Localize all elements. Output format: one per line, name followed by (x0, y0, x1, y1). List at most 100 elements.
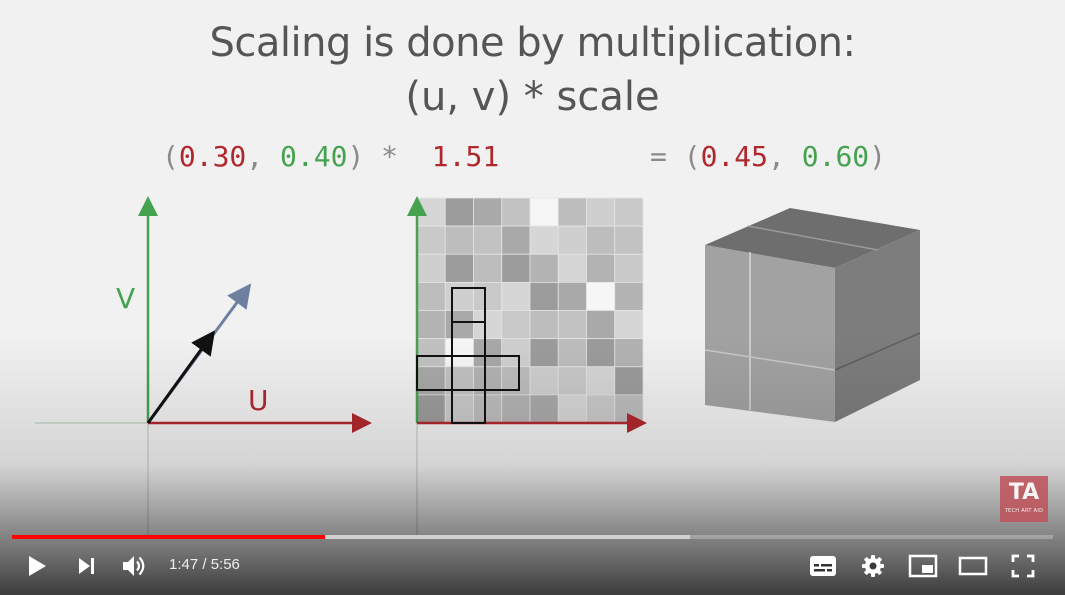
texture-tile (444, 310, 474, 340)
formula-comma-2: , (768, 140, 785, 173)
texture-tile (501, 338, 531, 368)
subtitles-icon (809, 555, 837, 577)
formula-result: = (0.45, 0.60) (650, 140, 886, 173)
formula-close-paren: ) (347, 140, 365, 173)
texture-tile (614, 225, 644, 255)
texture-tile (416, 281, 446, 311)
texture-tile (614, 310, 644, 340)
texture-tile (557, 197, 587, 227)
texture-tile (501, 281, 531, 311)
formula-scale: 1.51 (431, 140, 500, 173)
settings-button[interactable] (856, 548, 890, 584)
next-button[interactable] (70, 548, 104, 584)
cube-seam (747, 225, 879, 251)
texture-tile (557, 310, 587, 340)
texture-tile (416, 310, 446, 340)
texture-tile (614, 394, 644, 424)
texture-tile (529, 338, 559, 368)
texture-tile (529, 366, 559, 396)
texture-tile (586, 366, 616, 396)
formula-v-input: 0.40 (280, 140, 348, 173)
texture-tile (614, 366, 644, 396)
texture-tile (416, 394, 446, 424)
texture-tile (614, 253, 644, 283)
formula-comma: , (246, 140, 264, 173)
logo-mark: TA (1008, 480, 1040, 505)
texture-tile (557, 253, 587, 283)
texture-tile (557, 394, 587, 424)
texture-tile (473, 253, 503, 283)
texture-tile (586, 197, 616, 227)
formula-v-output: 0.60 (801, 140, 870, 173)
texture-tile (586, 253, 616, 283)
texture-tile (444, 225, 474, 255)
texture-tile (586, 225, 616, 255)
texture-tile (501, 253, 531, 283)
formula-u-output: 0.45 (700, 140, 769, 173)
time-display: 1:47 / 5:56 (169, 556, 240, 573)
texture-tile (416, 338, 446, 368)
settings-icon (861, 554, 885, 578)
texture-tile (614, 338, 644, 368)
texture-tile (501, 394, 531, 424)
volume-icon (120, 553, 150, 579)
texture-tile (473, 310, 503, 340)
play-icon (26, 554, 48, 578)
theater-mode-icon (958, 556, 988, 576)
texture-tile (586, 394, 616, 424)
texture-tile (444, 281, 474, 311)
formula-input: (0.30, 0.40) * 1.51 (162, 140, 499, 173)
slide-title-line2: (u, v) * scale (405, 74, 660, 120)
next-icon (76, 556, 98, 576)
texture-tile (473, 338, 503, 368)
texture-tile (557, 225, 587, 255)
logo-subtitle: TECH ART AID (1004, 508, 1044, 514)
texture-tile (473, 225, 503, 255)
texture-tile (557, 366, 587, 396)
miniplayer-button[interactable] (905, 548, 941, 584)
theater-mode-button[interactable] (955, 548, 991, 584)
texture-tile (501, 310, 531, 340)
texture-tile (473, 394, 503, 424)
texture-grid-diagram (407, 196, 647, 535)
texture-tile (614, 197, 644, 227)
texture-tile (529, 225, 559, 255)
texture-tile (473, 281, 503, 311)
texture-tile (529, 197, 559, 227)
formula-open-paren-2: ( (683, 140, 701, 173)
fullscreen-button[interactable] (1006, 548, 1040, 584)
texture-tile (416, 225, 446, 255)
channel-logo-watermark[interactable]: TA TECH ART AID (1000, 476, 1048, 522)
formula-close-paren-2: ) (869, 140, 887, 173)
progress-buffered (12, 535, 690, 539)
texture-tile (416, 253, 446, 283)
slide-title-line1: Scaling is done by multiplication: (209, 20, 856, 66)
texture-tile (444, 338, 474, 368)
uv-vector-diagram (35, 196, 372, 535)
v-axis-label: V (116, 282, 136, 315)
texture-tile (501, 225, 531, 255)
fullscreen-icon (1011, 554, 1035, 578)
texture-tile (586, 310, 616, 340)
progress-played (12, 535, 325, 539)
cube-left-face (705, 245, 835, 422)
texture-tile (529, 310, 559, 340)
texture-tile (416, 197, 446, 227)
texture-tile (586, 281, 616, 311)
texture-tile (444, 394, 474, 424)
play-button[interactable] (20, 548, 54, 584)
progress-bar[interactable] (12, 535, 1053, 539)
texture-tile (444, 197, 474, 227)
formula-equals: = (650, 140, 667, 173)
texture-tile (473, 197, 503, 227)
subtitles-button[interactable] (806, 548, 840, 584)
textured-cube (704, 208, 921, 422)
texture-tile (529, 394, 559, 424)
mute-button[interactable] (117, 548, 153, 584)
texture-tile (557, 338, 587, 368)
formula-open-paren: ( (162, 140, 179, 173)
miniplayer-icon (908, 554, 938, 578)
texture-tile (586, 338, 616, 368)
texture-tile (614, 281, 644, 311)
